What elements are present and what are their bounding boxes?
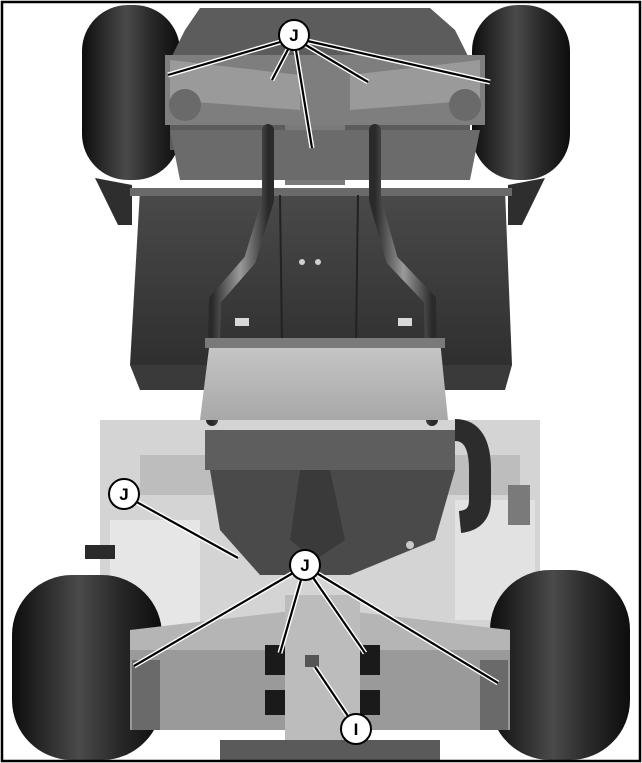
callout-j-top: J [278, 19, 310, 51]
front-left-tire [82, 5, 180, 180]
rear-left-tire [12, 575, 162, 760]
callout-label: J [289, 26, 298, 45]
callout-bubble [340, 713, 372, 745]
callout-bubble [278, 19, 310, 51]
mid-panel [200, 338, 448, 420]
front-right-tire [472, 5, 570, 180]
callout-bubble [289, 549, 321, 581]
front-axle-assembly [165, 8, 485, 185]
callout-label: J [119, 485, 128, 504]
callout-label: I [354, 720, 359, 739]
callout-label: J [300, 556, 309, 575]
center-mount-plate [205, 430, 455, 575]
rear-right-tire [490, 570, 630, 760]
callout-j-left: J [108, 478, 140, 510]
rear-axle-assembly [130, 595, 510, 760]
callout-j-bottom: J [289, 549, 321, 581]
callout-i: I [340, 713, 372, 745]
callout-bubble [108, 478, 140, 510]
